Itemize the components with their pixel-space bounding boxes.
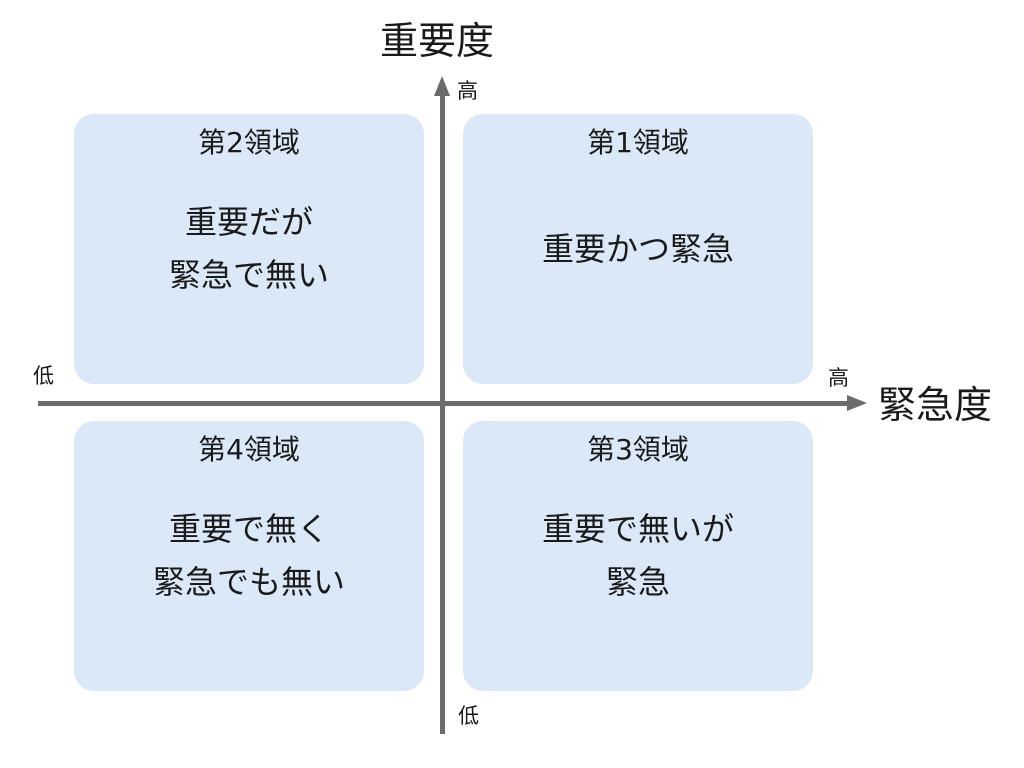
quadrant-3: 第3領域 重要で無いが 緊急 xyxy=(463,421,813,691)
quadrant-1: 第1領域 重要かつ緊急 xyxy=(463,114,813,384)
quadrant-title: 第1領域 xyxy=(587,126,689,159)
quadrant-4: 第4領域 重要で無く 緊急でも無い xyxy=(74,421,424,691)
x-axis-title: 緊急度 xyxy=(878,383,993,427)
arrow-up-icon xyxy=(434,76,450,96)
x-axis-high-label: 高 xyxy=(828,366,849,390)
quadrant-2: 第2領域 重要だが 緊急で無い xyxy=(74,114,424,384)
quadrant-title: 第4領域 xyxy=(198,433,300,466)
quadrant-description-line: 重要で無いが xyxy=(541,510,734,548)
y-axis-low-label: 低 xyxy=(458,704,479,728)
vertical-axis-line xyxy=(440,96,445,734)
quadrant-description-line: 緊急 xyxy=(605,563,670,601)
x-axis-low-label: 低 xyxy=(33,364,54,388)
quadrant-description-line: 重要だが xyxy=(184,203,313,241)
quadrant-description: 重要で無いが 緊急 xyxy=(463,503,813,609)
y-axis-high-label: 高 xyxy=(457,79,478,103)
quadrant-description: 重要で無く 緊急でも無い xyxy=(74,503,424,609)
quadrant-description: 重要かつ緊急 xyxy=(463,223,813,276)
arrow-right-icon xyxy=(847,395,867,411)
quadrant-title: 第3領域 xyxy=(587,433,689,466)
y-axis-title: 重要度 xyxy=(380,19,495,63)
quadrant-description: 重要だが 緊急で無い xyxy=(74,196,424,302)
quadrant-description-line: 緊急で無い xyxy=(168,256,329,294)
horizontal-axis-line xyxy=(38,401,848,406)
quadrant-description-line: 重要かつ緊急 xyxy=(541,230,734,268)
quadrant-title: 第2領域 xyxy=(198,126,300,159)
quadrant-description-line: 重要で無く xyxy=(168,510,329,548)
quadrant-description-line: 緊急でも無い xyxy=(152,563,345,601)
